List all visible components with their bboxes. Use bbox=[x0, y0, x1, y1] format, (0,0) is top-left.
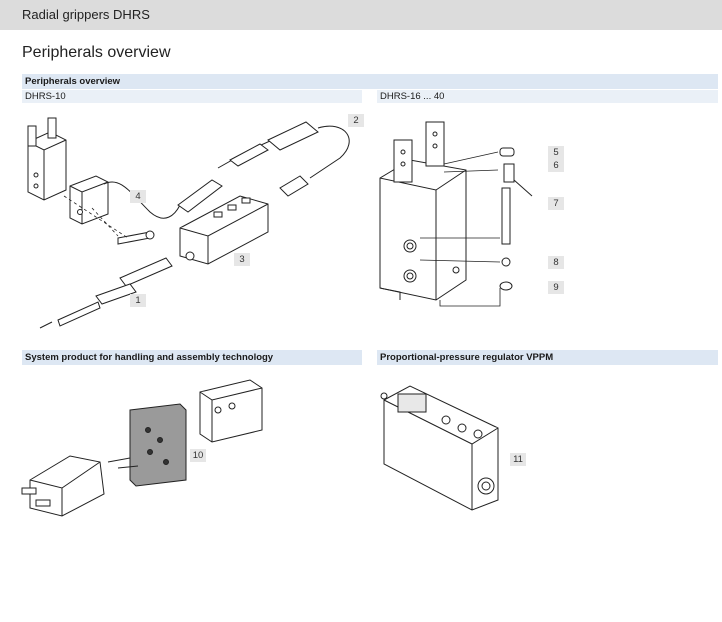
callout-8: 8 bbox=[548, 256, 564, 269]
header-bar: Radial grippers DHRS bbox=[0, 0, 722, 30]
callout-2: 2 bbox=[348, 114, 364, 127]
callout-9: 9 bbox=[548, 281, 564, 294]
callout-7: 7 bbox=[548, 197, 564, 210]
subheading-dhrs-16-40: DHRS-16 ... 40 bbox=[377, 90, 718, 103]
section-system-product-title: System product for handling and assembly… bbox=[22, 350, 362, 365]
callout-3: 3 bbox=[234, 253, 250, 266]
callout-11: 11 bbox=[510, 453, 526, 466]
callout-10: 10 bbox=[190, 449, 206, 462]
page-heading: Peripherals overview bbox=[22, 44, 171, 61]
callout-6: 6 bbox=[548, 159, 564, 172]
section-peripherals-title: Peripherals overview bbox=[22, 74, 718, 89]
callout-4: 4 bbox=[130, 190, 146, 203]
callout-1: 1 bbox=[130, 294, 146, 307]
section-regulator-title: Proportional-pressure regulator VPPM bbox=[377, 350, 718, 365]
subheading-dhrs-10: DHRS-10 bbox=[22, 90, 362, 103]
document-title: Radial grippers DHRS bbox=[22, 7, 150, 22]
callout-5: 5 bbox=[548, 146, 564, 159]
